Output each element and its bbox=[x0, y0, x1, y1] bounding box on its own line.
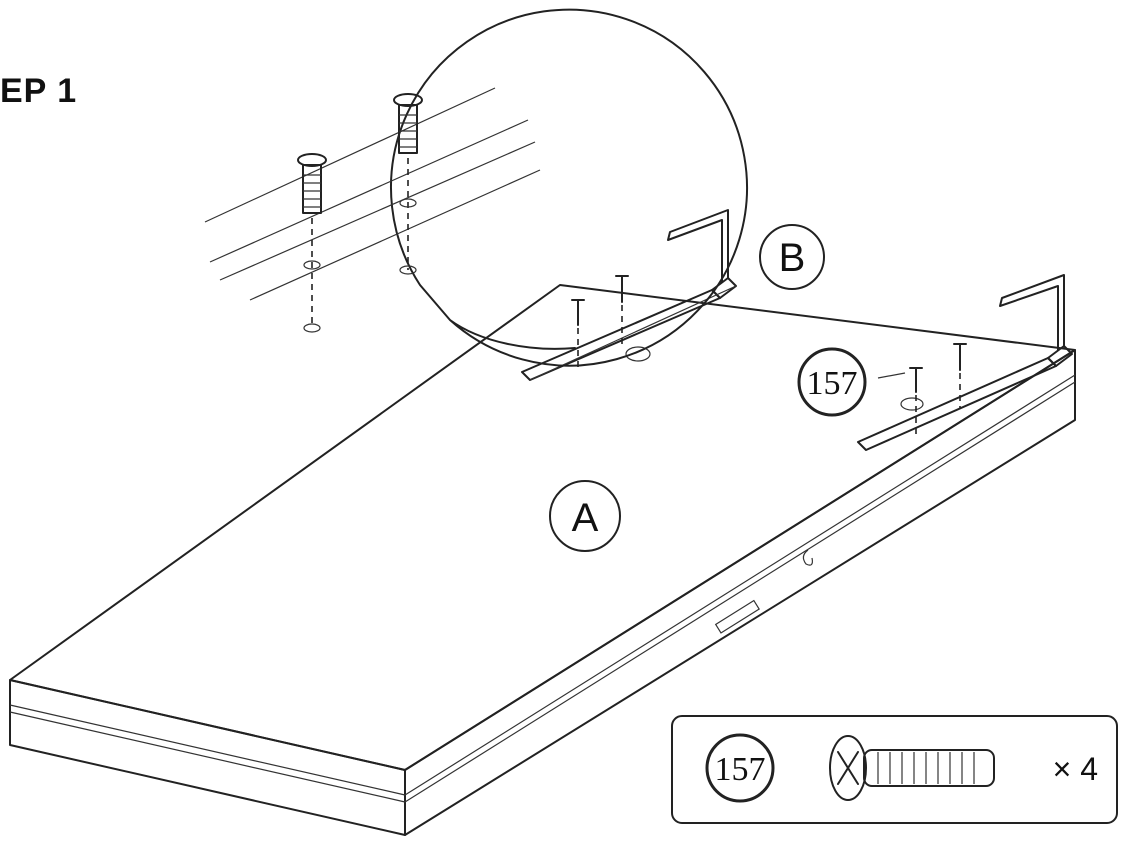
detail-rails bbox=[204, 87, 541, 301]
screw-callout-157: 157 bbox=[797, 347, 867, 417]
step-title: EP 1 bbox=[0, 72, 78, 110]
screw-callout-text: 157 bbox=[807, 365, 858, 402]
cam-lock-icon bbox=[802, 549, 813, 566]
hardware-box: 157 × 4 bbox=[671, 715, 1118, 824]
bracket-b-left bbox=[521, 209, 737, 381]
screw-icon bbox=[829, 735, 995, 801]
screw-icon bbox=[393, 93, 423, 275]
label-a-text: A bbox=[572, 496, 599, 540]
label-a: A bbox=[549, 480, 621, 552]
detail-magnifier bbox=[204, 8, 749, 367]
bracket-screws bbox=[571, 275, 967, 435]
hardware-quantity: × 4 bbox=[1053, 751, 1098, 787]
hardware-part-number: 157 bbox=[715, 751, 766, 788]
panel-a bbox=[9, 284, 1076, 836]
label-b-text: B bbox=[779, 236, 806, 280]
bracket-b-right bbox=[857, 274, 1073, 451]
screw-icon bbox=[297, 153, 327, 333]
label-b: B bbox=[759, 224, 825, 290]
